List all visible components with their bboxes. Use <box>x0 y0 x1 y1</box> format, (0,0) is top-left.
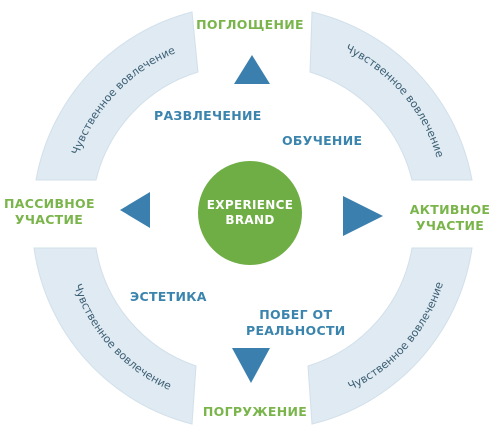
arrow-right-icon <box>343 196 383 236</box>
quadrant-label-top-right: ОБУЧЕНИЕ <box>282 133 363 148</box>
quadrant-label-bottom-left: ЭСТЕТИКА <box>130 289 207 304</box>
ring-segment-top-right <box>309 11 473 181</box>
ring-segment-bottom-left <box>33 247 197 425</box>
axis-label-right-line-1: АКТИВНОЕ <box>409 202 491 217</box>
arrow-down-icon <box>232 348 270 383</box>
ring-segment-top-left <box>35 11 199 181</box>
center-circle <box>198 161 302 265</box>
axis-label-left-line-2: УЧАСТИЕ <box>14 211 84 227</box>
axis-label-right-line-2: УЧАСТИЕ <box>415 217 485 233</box>
axis-label-bottom: ПОГРУЖЕНИЕ <box>202 404 308 419</box>
quadrant-label-bottom-right-line-1: ПОБЕГ ОТ <box>259 307 333 322</box>
arrow-up-icon <box>234 55 270 84</box>
ring-segment-bottom-right <box>307 247 473 425</box>
quadrant-label-top-left: РАЗВЛЕЧЕНИЕ <box>154 108 262 123</box>
quadrant-label-bottom-right-line-2: РЕАЛЬНОСТИ <box>246 322 346 338</box>
center-label-line-1: EXPERIENCE <box>206 198 294 212</box>
center-label-line-2: BRAND <box>225 213 275 227</box>
center-label: EXPERIENCE BRAND <box>196 198 304 228</box>
quadrant-label-bottom-right: ПОБЕГ ОТ РЕАЛЬНОСТИ <box>246 307 346 338</box>
axis-label-left: ПАССИВНОЕ УЧАСТИЕ <box>4 196 95 227</box>
axis-label-top: ПОГЛОЩЕНИЕ <box>196 17 304 32</box>
axis-label-left-line-1: ПАССИВНОЕ <box>4 196 95 211</box>
axis-label-right: АКТИВНОЕ УЧАСТИЕ <box>402 202 498 233</box>
arrow-left-icon <box>120 192 150 228</box>
